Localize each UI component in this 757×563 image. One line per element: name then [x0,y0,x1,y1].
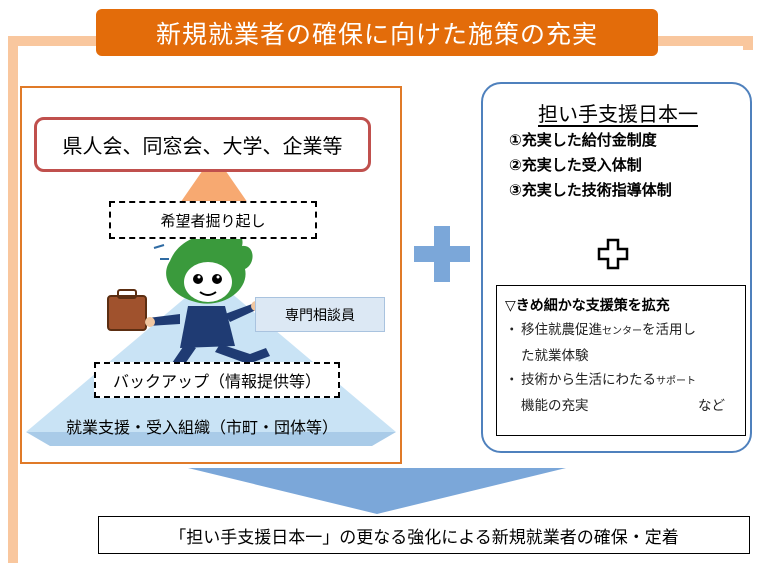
support-item: ・移住就農促進センターを活用し [505,318,739,344]
plus-icon [414,226,470,282]
frame-right-bar [743,36,753,50]
support-item-continued: 機能の充実 など [505,394,739,418]
bullet: ・ [505,322,519,338]
bullet: ・ [505,372,519,388]
specialist-staff-label: 専門相談員 [285,307,355,324]
title-banner: 新規就業者の確保に向けた施策の充実 [96,9,658,56]
up-arrow-icon [178,154,250,206]
list-item: ②充実した受入体制 [509,156,642,174]
pyramid-base [26,432,396,446]
support-item-text: 技術から生活にわたる [521,372,656,388]
organizations-box: 県人会、同窓会、大学、企業等 [34,117,371,172]
list-item: ③充実した技術指導体制 [509,181,672,199]
support-item-text: 移住就農促進 [521,322,602,338]
support-item-text: た就業体験 [521,348,589,364]
specialist-staff-box: 専門相談員 [255,297,385,332]
organizations-label: 県人会、同窓会、大学、企業等 [62,134,343,158]
page-title: 新規就業者の確保に向けた施策の充実 [155,19,598,49]
support-item-small: センター [602,326,642,337]
right-heading: 担い手支援日本一 [493,98,743,126]
down-arrow-icon [188,468,566,514]
benefit-list: ①充実した給付金制度 ②充実した受入体制 ③充実した技術指導体制 [509,128,739,203]
support-organization-label: 就業支援・受入組織（市町・団体等） [65,418,338,437]
support-item-continued: た就業体験 [505,344,739,368]
right-heading-label: 担い手支援日本一 [538,102,698,126]
support-organization-base: 就業支援・受入組織（市町・団体等） [32,411,372,441]
support-measures-box: ▽きめ細かな支援策を拡充 ・移住就農促進センターを活用し た就業体験 ・技術から… [496,285,746,436]
white-cross-icon [597,238,629,270]
support-item: ・技術から生活にわたるサポート [505,368,739,394]
dig-up-box: 希望者掘り起し [109,201,317,239]
mascot-character [107,229,270,374]
support-heading: ▽きめ細かな支援策を拡充 [505,298,670,314]
support-item-text: を活用し [642,322,696,338]
list-item: ①充実した給付金制度 [509,131,657,149]
backup-label: バックアップ（情報提供等） [112,372,321,391]
backup-box: バックアップ（情報提供等） [94,362,340,398]
frame-left-bar [8,36,18,563]
support-item-text: 機能の充実 [521,398,589,414]
result-box: 「担い手支援日本一」の更なる強化による新規就業者の確保・定着 [98,516,750,554]
dig-up-label: 希望者掘り起し [160,211,266,230]
support-item-small: サポート [656,376,696,387]
support-item-trailing: など [698,398,725,414]
result-label: 「担い手支援日本一」の更なる強化による新規就業者の確保・定着 [169,527,679,548]
